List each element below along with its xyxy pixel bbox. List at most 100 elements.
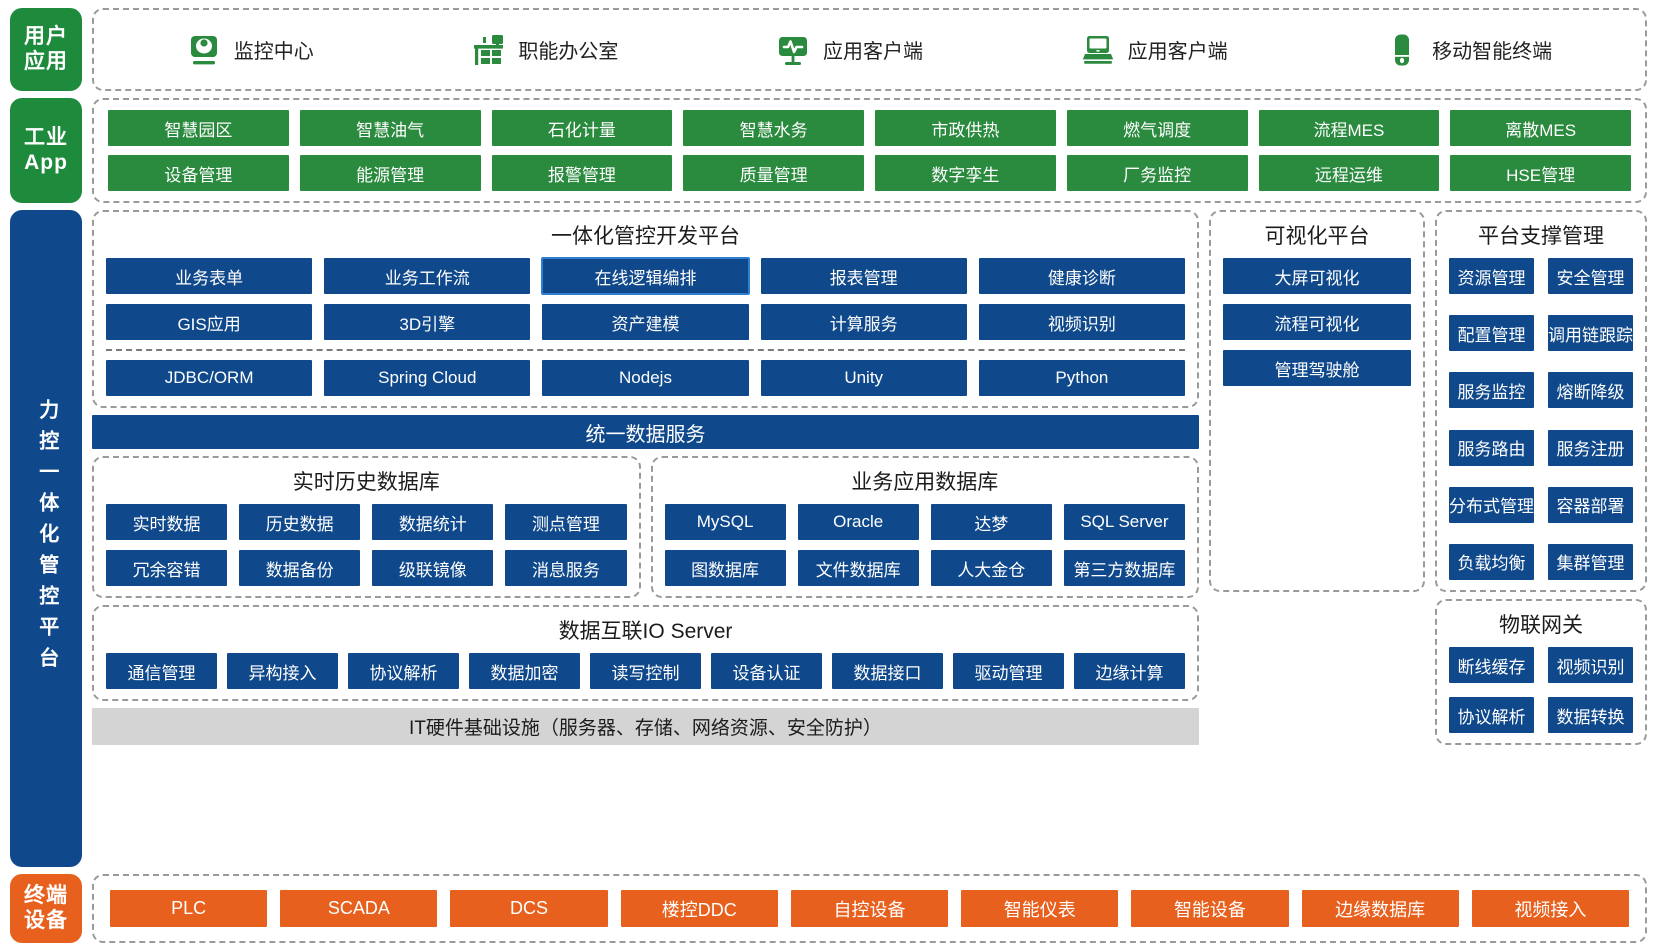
user-app-item[interactable]: 应用客户端 (776, 33, 923, 67)
support-box[interactable]: 服务路由 (1449, 429, 1534, 466)
terminal-box[interactable]: DCS (450, 890, 608, 927)
terminal-box[interactable]: 智能仪表 (961, 890, 1119, 927)
app-box[interactable]: HSE管理 (1450, 155, 1631, 191)
tech-box[interactable]: Spring Cloud (324, 360, 531, 396)
app-box[interactable]: 能源管理 (299, 155, 481, 191)
app-box[interactable]: 智慧油气 (299, 110, 481, 146)
support-box[interactable]: 调用链跟踪 (1548, 315, 1633, 352)
io-box[interactable]: 协议解析 (348, 653, 459, 689)
io-box[interactable]: 数据加密 (469, 653, 580, 689)
app-box[interactable]: 市政供热 (875, 110, 1056, 146)
gateway-box[interactable]: 协议解析 (1449, 697, 1534, 733)
dev-box[interactable]: 健康诊断 (978, 258, 1185, 294)
app-box[interactable]: 报警管理 (491, 155, 673, 191)
viz-box[interactable]: 管理驾驶舱 (1223, 350, 1411, 386)
io-box[interactable]: 设备认证 (711, 653, 822, 689)
app-box[interactable]: 智慧水务 (683, 110, 864, 146)
user-app-label: 职能办公室 (518, 41, 619, 63)
io-box[interactable]: 读写控制 (590, 653, 701, 689)
app-box[interactable]: 远程运维 (1258, 155, 1440, 191)
platform-right-column: 可视化平台 大屏可视化 流程可视化 管理驾驶舱 平台支撑管理 资源管理 (1209, 210, 1647, 745)
app-box[interactable]: 厂务监控 (1066, 155, 1248, 191)
io-box[interactable]: 通信管理 (106, 653, 217, 689)
layer-tag-line2: App (24, 150, 68, 174)
app-box[interactable]: 设备管理 (108, 155, 289, 191)
support-box[interactable]: 熔断降级 (1548, 372, 1633, 409)
db-box[interactable]: 数据统计 (372, 504, 494, 540)
db-box[interactable]: SQL Server (1063, 504, 1185, 540)
db-box[interactable]: 图数据库 (664, 550, 786, 586)
support-box[interactable]: 服务监控 (1449, 372, 1534, 409)
dev-box[interactable]: GIS应用 (106, 304, 313, 340)
dev-box[interactable]: 视频识别 (978, 304, 1185, 340)
viz-box[interactable]: 大屏可视化 (1223, 258, 1411, 294)
layer-tag-line1: 工业 (24, 125, 68, 149)
db-box[interactable]: 冗余容错 (106, 550, 228, 586)
terminal-box[interactable]: PLC (110, 890, 268, 927)
dev-box[interactable]: 资产建模 (542, 304, 749, 340)
dev-box[interactable]: 业务工作流 (324, 258, 531, 294)
support-box[interactable]: 负载均衡 (1449, 543, 1534, 580)
terminal-box[interactable]: SCADA (280, 890, 438, 927)
db-box[interactable]: MySQL (664, 504, 786, 540)
db-box[interactable]: 级联镜像 (372, 550, 494, 586)
db-box[interactable]: Oracle (797, 504, 919, 540)
tech-box[interactable]: Unity (760, 360, 967, 396)
gateway-box[interactable]: 数据转换 (1548, 697, 1633, 733)
user-app-item[interactable]: 移动智能终端 (1385, 33, 1552, 67)
io-box[interactable]: 数据接口 (832, 653, 943, 689)
dev-box[interactable]: 3D引擎 (324, 304, 531, 340)
user-app-item[interactable]: 监控中心 (187, 33, 314, 67)
user-app-item[interactable]: 职能办公室 (471, 33, 618, 67)
terminal-box[interactable]: 智能设备 (1131, 890, 1289, 927)
db-box[interactable]: 测点管理 (505, 504, 627, 540)
database-section: 实时历史数据库 实时数据 历史数据 数据统计 测点管理 冗余容错 (92, 456, 1199, 598)
app-box[interactable]: 质量管理 (683, 155, 864, 191)
db-box[interactable]: 人大金仓 (930, 550, 1052, 586)
dev-platform-panel: 一体化管控开发平台 业务表单 业务工作流 在线逻辑编排 报表管理 健康诊断 GI… (92, 210, 1199, 408)
dev-box-highlighted[interactable]: 在线逻辑编排 (541, 257, 750, 295)
dev-box[interactable]: 计算服务 (760, 304, 967, 340)
realtime-db-panel: 实时历史数据库 实时数据 历史数据 数据统计 测点管理 冗余容错 (92, 456, 641, 598)
io-box[interactable]: 异构接入 (227, 653, 338, 689)
app-box[interactable]: 离散MES (1450, 110, 1631, 146)
dev-box[interactable]: 业务表单 (106, 258, 313, 294)
user-app-item[interactable]: 应用客户端 (1081, 33, 1228, 67)
laptop-icon (1081, 33, 1115, 67)
terminal-box[interactable]: 楼控DDC (620, 890, 778, 927)
support-box[interactable]: 安全管理 (1548, 258, 1633, 294)
user-app-label: 移动智能终端 (1432, 41, 1553, 63)
db-box[interactable]: 历史数据 (239, 504, 361, 540)
user-app-label: 监控中心 (233, 41, 314, 63)
db-box[interactable]: 数据备份 (239, 550, 361, 586)
db-box[interactable]: 消息服务 (505, 550, 627, 586)
support-box[interactable]: 资源管理 (1449, 258, 1534, 294)
io-box[interactable]: 驱动管理 (953, 653, 1064, 689)
tech-box[interactable]: JDBC/ORM (106, 360, 313, 396)
viz-box[interactable]: 流程可视化 (1223, 304, 1411, 340)
app-box[interactable]: 流程MES (1258, 110, 1440, 146)
app-box[interactable]: 数字孪生 (875, 155, 1056, 191)
app-box[interactable]: 智慧园区 (108, 110, 289, 146)
app-box[interactable]: 燃气调度 (1066, 110, 1248, 146)
db-box[interactable]: 文件数据库 (797, 550, 919, 586)
support-box[interactable]: 配置管理 (1449, 315, 1534, 352)
support-box[interactable]: 分布式管理 (1449, 486, 1534, 523)
db-box[interactable]: 实时数据 (106, 504, 228, 540)
tech-box[interactable]: Python (978, 360, 1185, 396)
support-box[interactable]: 服务注册 (1548, 429, 1633, 466)
app-box[interactable]: 石化计量 (491, 110, 673, 146)
db-box[interactable]: 第三方数据库 (1063, 550, 1185, 586)
terminal-box[interactable]: 边缘数据库 (1301, 890, 1459, 927)
tech-box[interactable]: Nodejs (542, 360, 749, 396)
io-server-panel: 数据互联IO Server 通信管理 异构接入 协议解析 数据加密 读写控制 设… (92, 605, 1199, 701)
terminal-box[interactable]: 自控设备 (790, 890, 949, 927)
gateway-box[interactable]: 视频识别 (1548, 647, 1633, 683)
support-box[interactable]: 集群管理 (1548, 543, 1633, 580)
support-box[interactable]: 容器部署 (1548, 486, 1633, 523)
db-box[interactable]: 达梦 (930, 504, 1052, 540)
terminal-box[interactable]: 视频接入 (1471, 890, 1629, 927)
io-box[interactable]: 边缘计算 (1074, 653, 1185, 689)
gateway-box[interactable]: 断线缓存 (1449, 647, 1534, 683)
dev-box[interactable]: 报表管理 (760, 258, 967, 294)
